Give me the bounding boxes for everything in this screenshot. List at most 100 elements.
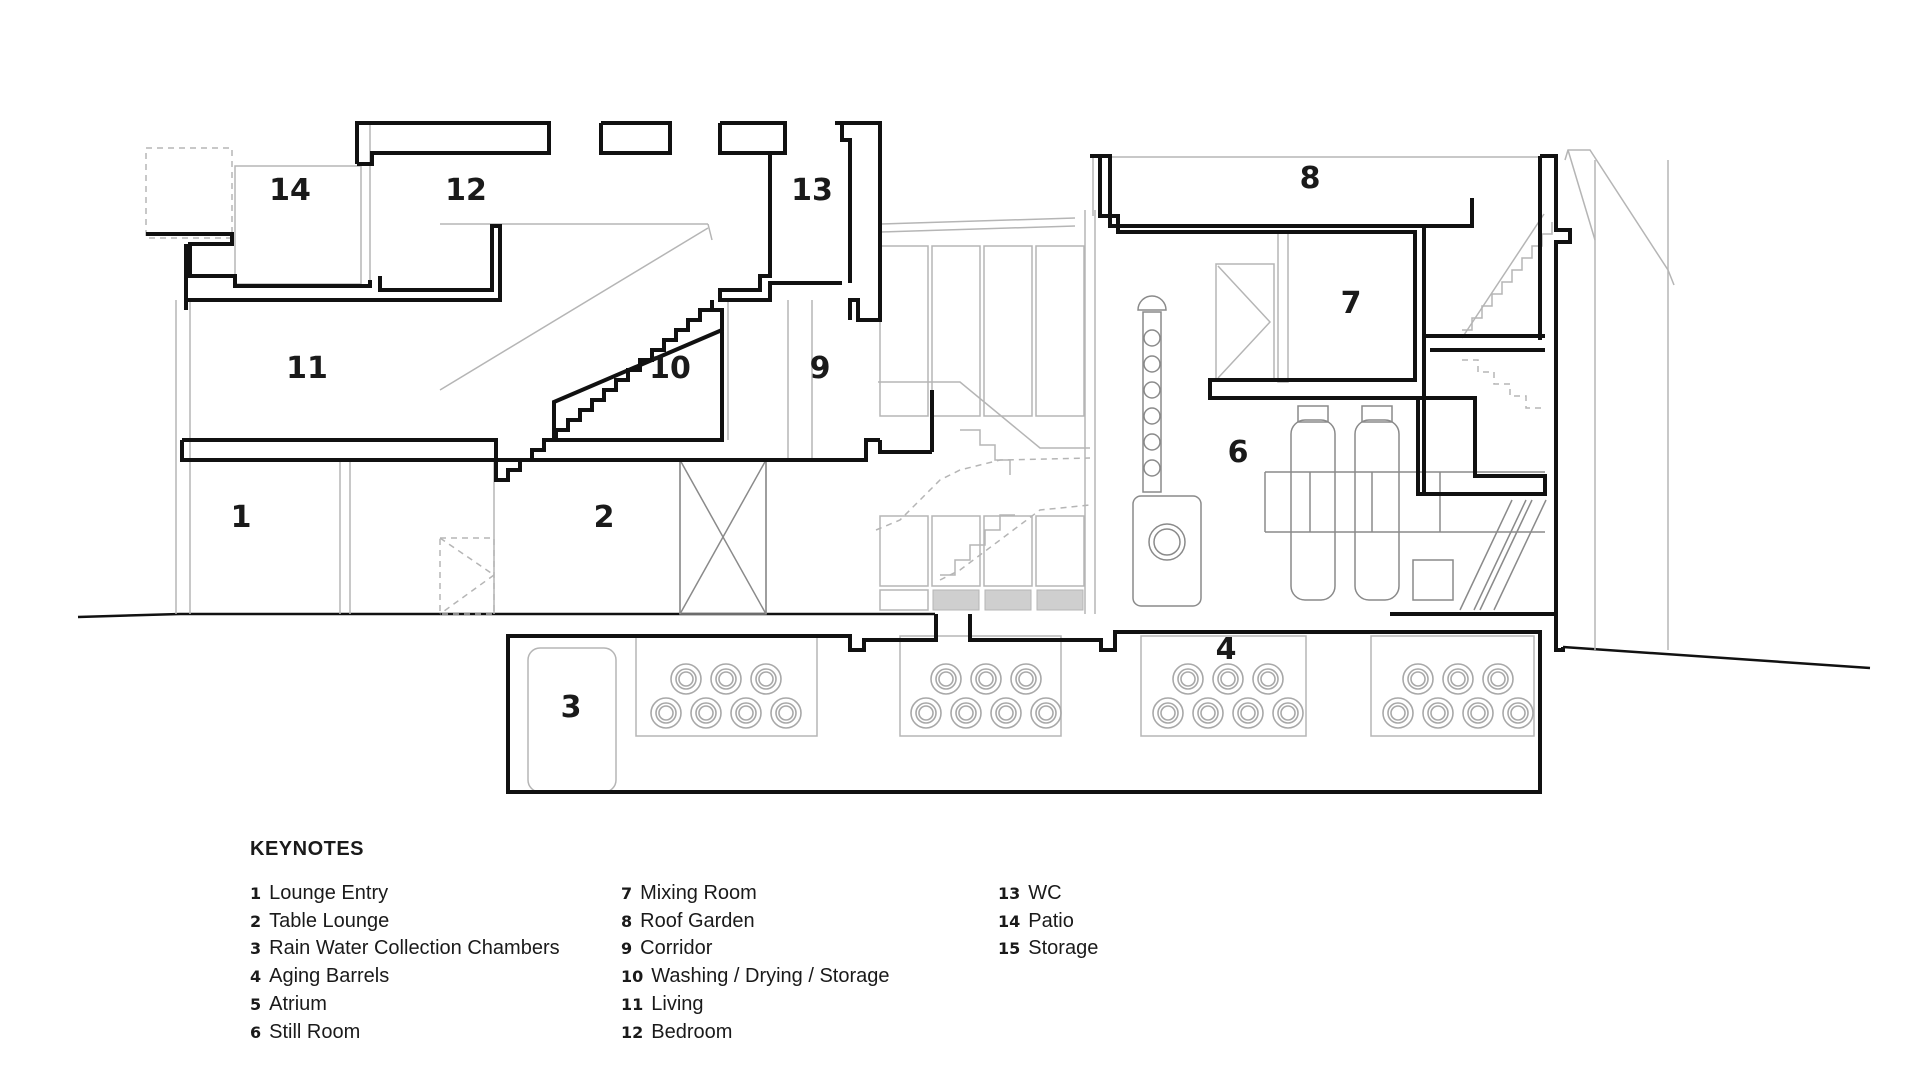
barrel-icon (1507, 702, 1529, 724)
barrel-icon (950, 697, 982, 729)
barrel-icon (1490, 671, 1506, 687)
barrel-icon (975, 668, 997, 690)
barrel-icon (710, 663, 742, 695)
barrel-icon (1192, 697, 1224, 729)
barrel-icon (1410, 671, 1426, 687)
barrel-icon (678, 671, 694, 687)
barrel-icon (1470, 705, 1486, 721)
barrel-icon (1030, 697, 1062, 729)
barrel-icon (1217, 668, 1239, 690)
barrel-icon (998, 705, 1014, 721)
barrel-icon (1160, 705, 1176, 721)
barrel-icon (995, 702, 1017, 724)
barrel-icon (1467, 702, 1489, 724)
barrel-icon (755, 668, 777, 690)
atrium-screens (875, 210, 1096, 614)
room-number-6: 6 (1228, 435, 1249, 470)
barrel-icon (738, 705, 754, 721)
barrel-icon (735, 702, 757, 724)
barrel-icon (1015, 668, 1037, 690)
building-section-drawing: 1 2 3 4 6 7 8 9 10 11 12 13 14 (77, 121, 1871, 794)
barrel-icon (1257, 668, 1279, 690)
barrel-icon (1152, 697, 1184, 729)
barrel-icon (1212, 663, 1244, 695)
barrel-icon (1010, 663, 1042, 695)
barrel-icon (1272, 697, 1304, 729)
barrel-icon (658, 705, 674, 721)
barrel-icon (1197, 702, 1219, 724)
barrel-icon (775, 702, 797, 724)
barrel-icon (1427, 702, 1449, 724)
barrel-icon (990, 697, 1022, 729)
barrel-icon (1462, 697, 1494, 729)
barrel-icon (670, 663, 702, 695)
room-number-7: 7 (1341, 286, 1362, 321)
room-number-2: 2 (594, 500, 615, 535)
barrel-icon (758, 671, 774, 687)
barrel-icon (1177, 668, 1199, 690)
barrel-icon (1157, 702, 1179, 724)
barrel-icon (1422, 697, 1454, 729)
room-number-9: 9 (810, 351, 831, 386)
barrel-icon (938, 671, 954, 687)
barrel-icon (1232, 697, 1264, 729)
room-number-14: 14 (269, 173, 311, 208)
barrel-icon (910, 697, 942, 729)
barrel-icon (1402, 663, 1434, 695)
barrel-icon (1260, 671, 1276, 687)
barrel-icon (915, 702, 937, 724)
barrel-icon (1502, 697, 1534, 729)
barrel-icon (750, 663, 782, 695)
barrel-icon (698, 705, 714, 721)
barrel-icon (1200, 705, 1216, 721)
aging-barrels (650, 663, 1534, 729)
barrel-icon (1390, 705, 1406, 721)
barrel-icon (1442, 663, 1474, 695)
barrel-icon (1038, 705, 1054, 721)
barrel-icon (675, 668, 697, 690)
room-number-4: 4 (1216, 632, 1237, 667)
context-lines (145, 123, 1675, 650)
barrel-icon (1277, 702, 1299, 724)
barrel-icon (1035, 702, 1057, 724)
barrel-icon (958, 705, 974, 721)
room-number-10: 10 (649, 351, 691, 386)
barrel-icon (1407, 668, 1429, 690)
barrel-icon (1237, 702, 1259, 724)
room-number-3: 3 (561, 690, 582, 725)
barrel-icon (1018, 671, 1034, 687)
room-number-11: 11 (286, 351, 328, 386)
still-equipment (1132, 295, 1547, 611)
barrel-icon (1387, 702, 1409, 724)
barrel-icon (930, 663, 962, 695)
room-number-13: 13 (791, 173, 833, 208)
lounge-fixtures (439, 459, 767, 615)
barrel-icon (1180, 671, 1196, 687)
barrel-icon (1447, 668, 1469, 690)
barrel-icon (1510, 705, 1526, 721)
barrel-icon (695, 702, 717, 724)
barrel-icon (1450, 671, 1466, 687)
barrel-icon (770, 697, 802, 729)
barrel-icon (1252, 663, 1284, 695)
barrel-icon (718, 671, 734, 687)
barrel-icon (690, 697, 722, 729)
barrel-icon (715, 668, 737, 690)
barrel-icon (1382, 697, 1414, 729)
barrel-icon (1172, 663, 1204, 695)
barrel-icon (730, 697, 762, 729)
